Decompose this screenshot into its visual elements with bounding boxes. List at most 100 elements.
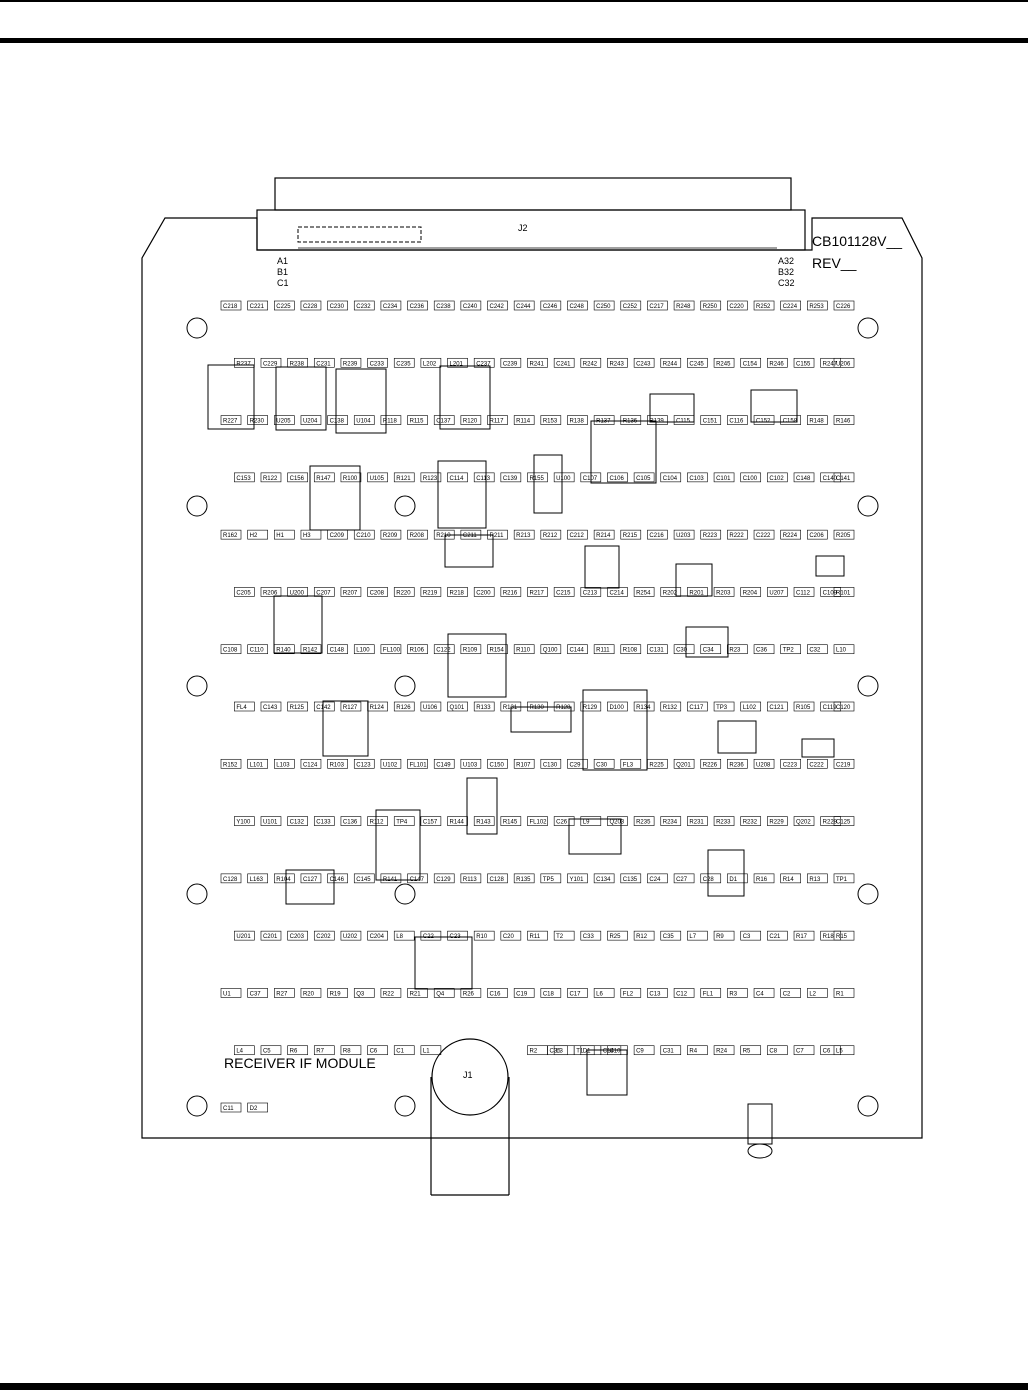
- component-ref-label: R217: [530, 590, 545, 596]
- component-outline: [780, 415, 801, 425]
- component-ref-label: R105: [796, 705, 811, 711]
- component-outline: [527, 1045, 548, 1056]
- component-outline: [274, 873, 295, 884]
- component-outline: [740, 587, 762, 597]
- component-ref-label: U102: [383, 762, 398, 768]
- component-ref-label: C114: [450, 476, 465, 482]
- component-outline: [327, 758, 348, 769]
- component-outline: [727, 529, 748, 540]
- component-ref-label: R126: [396, 705, 411, 711]
- component-ref-label: C231: [316, 361, 331, 367]
- j2-pin-a1: A1: [277, 256, 288, 266]
- component-ref-label: R131: [503, 705, 518, 711]
- component-outline: [580, 816, 602, 826]
- component-ref-label: R128: [556, 705, 571, 711]
- component-outline: [513, 758, 535, 769]
- component-outline: [593, 300, 615, 311]
- component-ref-label: C16: [490, 991, 502, 997]
- component-outline: [460, 300, 482, 311]
- component-ref-label: U205: [276, 419, 291, 425]
- component-ref-label: R24: [716, 1049, 728, 1055]
- component-outline: [473, 587, 495, 597]
- component-ref-label: C140: [823, 476, 838, 482]
- component-outline: [287, 357, 308, 368]
- component-outline: [234, 587, 255, 597]
- component-ref-label: C127: [303, 877, 318, 883]
- component-ref-label: R140: [276, 648, 291, 654]
- component-ref-label: C131: [649, 648, 664, 654]
- component-ref-label: L6: [596, 991, 603, 997]
- large-parts: [207, 364, 845, 1096]
- component-ref-label: C106: [609, 476, 624, 482]
- component-outline: [607, 930, 628, 941]
- component-outline: [540, 644, 562, 655]
- component-ref-label: L100: [356, 648, 370, 654]
- component-outline: [727, 758, 748, 769]
- component-outline: [660, 472, 682, 483]
- component-outline: [767, 587, 788, 597]
- component-outline: [633, 930, 655, 941]
- component-ref-label: C222: [756, 533, 771, 539]
- component-outline: [380, 873, 402, 884]
- component-ref-label: C28: [703, 877, 715, 883]
- component-outline: [234, 1045, 255, 1056]
- component-ref-label: R19: [330, 991, 342, 997]
- component-ref-label: C26: [556, 820, 568, 826]
- component-outline: [313, 930, 335, 941]
- component-outline: [793, 587, 815, 597]
- component-ref-label: C232: [356, 304, 371, 310]
- component-outline: [727, 988, 748, 998]
- component-outline: [673, 873, 695, 884]
- component-outline: [407, 758, 428, 769]
- component-ref-label: C120: [836, 705, 851, 711]
- component-ref-label: T2: [556, 934, 564, 940]
- component-ref-label: R139: [649, 419, 664, 425]
- component-ref-label: R243: [609, 361, 624, 367]
- component-outline: [433, 873, 455, 884]
- j2-label: J2: [518, 223, 528, 233]
- component-outline: [460, 529, 482, 540]
- component-ref-label: C149: [436, 762, 451, 768]
- component-outline: [407, 988, 428, 998]
- component-outline: [433, 415, 455, 425]
- component-ref-label: L8: [396, 934, 403, 940]
- component-ref-label: TP1: [836, 877, 848, 883]
- component-ref-label: R6: [290, 1049, 298, 1055]
- component-ref-label: R211: [490, 533, 505, 539]
- component-ref-label: C207: [316, 590, 331, 596]
- component-outline: [833, 587, 855, 597]
- component-outline: [540, 415, 562, 425]
- component-outline: [740, 472, 762, 483]
- component-ref-label: R18: [823, 934, 835, 940]
- component-outline: [820, 472, 841, 483]
- component-outline: [460, 988, 482, 998]
- component-outline: [313, 472, 335, 483]
- component-outline: [473, 357, 495, 368]
- component-outline: [780, 758, 801, 769]
- component-ref-label: D1: [729, 877, 737, 883]
- component-ref-label: C119: [823, 705, 838, 711]
- component-ref-label: R147: [316, 476, 331, 482]
- component-ref-label: C252: [623, 304, 638, 310]
- component-outline: [753, 988, 775, 998]
- component-outline: [393, 701, 415, 712]
- component-ref-label: R225: [649, 762, 664, 768]
- component-ref-label: C128: [490, 877, 505, 883]
- component-outline: [833, 529, 855, 540]
- component-ref-label: R206: [263, 590, 278, 596]
- component-ref-label: C37: [250, 991, 262, 997]
- component-ref-label: C35: [550, 1049, 562, 1055]
- component-outline: [407, 873, 428, 884]
- component-ref-label: C10: [609, 1049, 621, 1055]
- component-ref-label: C241: [556, 361, 571, 367]
- component-ref-label: R106: [410, 648, 425, 654]
- component-outline: [807, 873, 828, 884]
- component-ref-label: C142: [316, 705, 331, 711]
- component-ref-label: U1: [223, 991, 231, 997]
- component-outline: [353, 758, 375, 769]
- component-ref-label: C217: [649, 304, 664, 310]
- component-outline: [620, 988, 642, 998]
- component-outline: [780, 529, 801, 540]
- component-outline: [780, 873, 801, 884]
- component-ref-label: C222: [809, 762, 824, 768]
